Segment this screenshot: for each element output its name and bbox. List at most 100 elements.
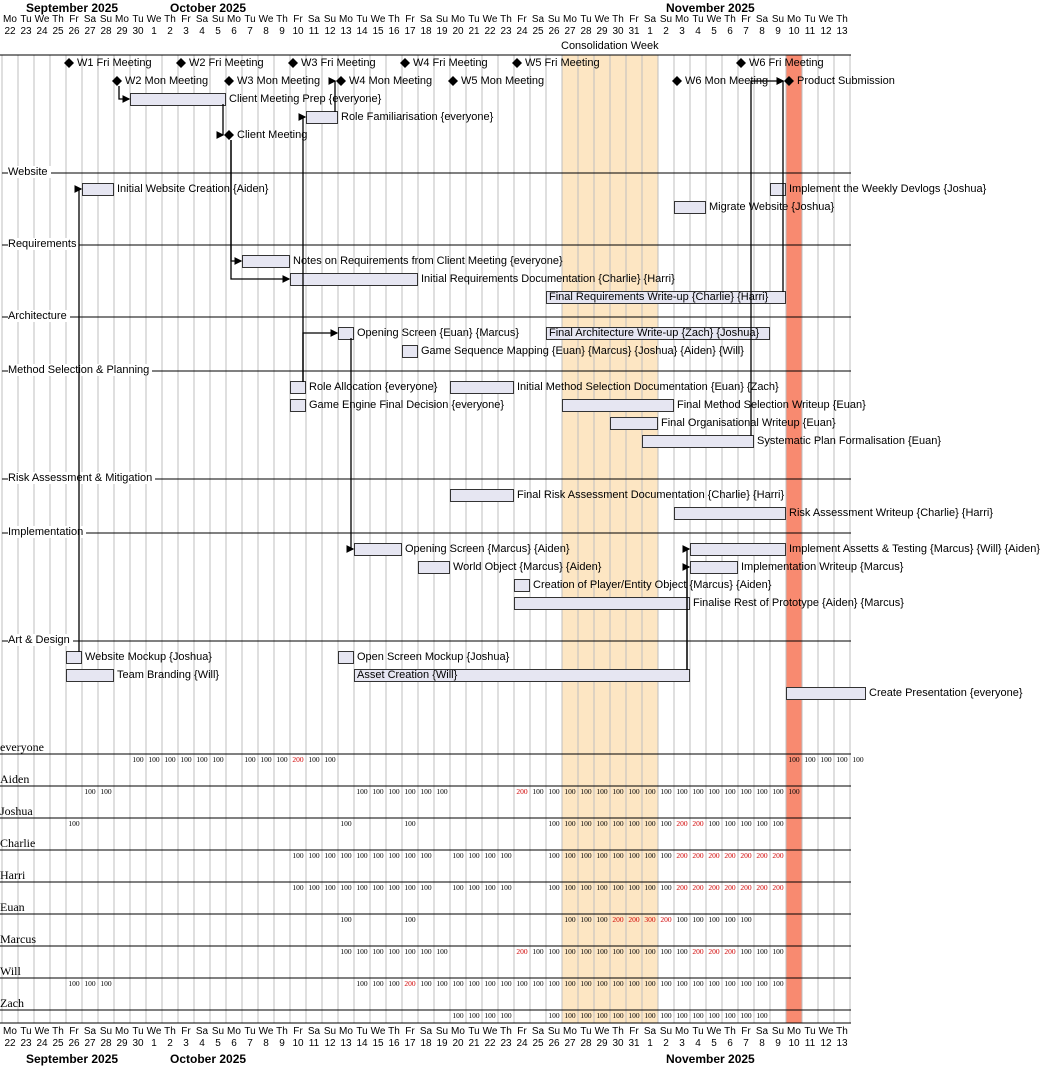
task-label: Initial Requirements Documentation {Char…	[421, 273, 675, 285]
day-letter: Fr	[741, 1026, 751, 1037]
resource-load: 100	[676, 787, 688, 796]
day-letter: Mo	[339, 14, 353, 25]
day-number: 29	[116, 26, 128, 37]
day-letter: Fr	[293, 1026, 303, 1037]
day-letter: We	[258, 1026, 274, 1037]
day-number: 28	[580, 1038, 592, 1049]
task-label: Initial Method Selection Documentation {…	[517, 381, 779, 393]
resource-load: 100	[644, 883, 656, 892]
task-label: Final Organisational Writeup {Euan}	[661, 417, 836, 429]
day-letter: Sa	[83, 14, 97, 25]
resource-load: 100	[628, 819, 640, 828]
day-number: 2	[167, 26, 173, 37]
resource-load: 200	[772, 883, 784, 892]
day-number: 30	[132, 26, 144, 37]
day-letter: Tu	[20, 1026, 32, 1037]
resource-load: 100	[324, 755, 336, 764]
day-letter: Tu	[692, 14, 704, 25]
day-number: 29	[116, 1038, 128, 1049]
day-letter: Mo	[115, 1026, 129, 1037]
day-number: 12	[820, 1038, 832, 1049]
resource-load: 100	[708, 819, 720, 828]
resource-load: 200	[708, 883, 720, 892]
resource-load: 100	[484, 1011, 496, 1020]
resource-load: 200	[516, 947, 528, 956]
day-letter: Mo	[3, 14, 17, 25]
day-number: 30	[612, 1038, 624, 1049]
task-label: Client Meeting Prep {everyone}	[229, 93, 382, 105]
resource-load: 200	[708, 947, 720, 956]
resource-load: 100	[500, 851, 512, 860]
day-number: 28	[100, 26, 112, 37]
task-bar	[514, 597, 690, 610]
resource-load: 100	[404, 787, 416, 796]
today-band	[786, 55, 802, 1023]
day-letter: Sa	[307, 14, 321, 25]
day-number: 2	[167, 1038, 173, 1049]
task-bar	[66, 669, 114, 682]
month-label-top: November 2025	[666, 1, 755, 15]
milestone-diamond	[400, 58, 410, 68]
resource-load: 100	[468, 851, 480, 860]
task-bar	[418, 561, 450, 574]
task-bar	[786, 687, 866, 700]
milestone-label: W5 Fri Meeting	[525, 57, 600, 69]
resource-load: 100	[708, 787, 720, 796]
day-letter: Mo	[451, 1026, 465, 1037]
resource-load: 100	[804, 755, 816, 764]
resource-load: 100	[164, 755, 176, 764]
resource-load: 300	[644, 915, 656, 924]
day-letter: Su	[659, 1026, 673, 1037]
day-number: 4	[695, 1038, 701, 1049]
day-letter: We	[146, 14, 162, 25]
resource-load: 200	[612, 915, 624, 924]
day-number: 1	[647, 26, 653, 37]
milestone-diamond	[176, 58, 186, 68]
day-letter: Th	[612, 14, 624, 25]
resource-load: 200	[692, 851, 704, 860]
section-label: Art & Design	[8, 634, 73, 646]
day-number: 11	[308, 1038, 320, 1049]
milestone-diamond	[736, 58, 746, 68]
milestone-label: W1 Fri Meeting	[77, 57, 152, 69]
task-bar	[674, 201, 706, 214]
milestone-diamond	[448, 76, 458, 86]
day-number: 3	[183, 26, 189, 37]
resource-load: 100	[468, 1011, 480, 1020]
day-letter: We	[706, 1026, 722, 1037]
day-letter: Su	[771, 14, 785, 25]
resource-load: 200	[740, 883, 752, 892]
day-letter: Mo	[339, 1026, 353, 1037]
resource-load: 100	[500, 1011, 512, 1020]
day-number: 21	[468, 1038, 480, 1049]
resource-load: 100	[420, 947, 432, 956]
resource-load: 100	[196, 755, 208, 764]
resource-load: 100	[516, 979, 528, 988]
resource-load: 100	[356, 979, 368, 988]
day-number: 9	[279, 1038, 285, 1049]
resource-load: 100	[132, 755, 144, 764]
resource-load: 100	[484, 883, 496, 892]
day-letter: Tu	[580, 1026, 592, 1037]
resource-load: 100	[372, 787, 384, 796]
resource-load: 200	[724, 947, 736, 956]
day-number: 25	[52, 1038, 64, 1049]
day-letter: Su	[435, 1026, 449, 1037]
resource-load: 100	[692, 1011, 704, 1020]
day-letter: Fr	[405, 14, 415, 25]
day-letter: Fr	[181, 1026, 191, 1037]
day-number: 26	[68, 26, 80, 37]
resource-load: 100	[788, 755, 800, 764]
resource-load: 100	[452, 851, 464, 860]
day-number: 1	[151, 26, 157, 37]
resource-load: 100	[628, 947, 640, 956]
task-bar	[338, 651, 354, 664]
dependency-arrow	[346, 338, 355, 553]
resource-load: 100	[340, 947, 352, 956]
month-label-top: September 2025	[26, 1, 119, 15]
day-letter: Fr	[69, 14, 79, 25]
resource-load: 200	[692, 883, 704, 892]
resource-load: 100	[724, 787, 736, 796]
day-letter: Mo	[563, 14, 577, 25]
task-label: Open Screen Mockup {Joshua}	[357, 651, 510, 663]
